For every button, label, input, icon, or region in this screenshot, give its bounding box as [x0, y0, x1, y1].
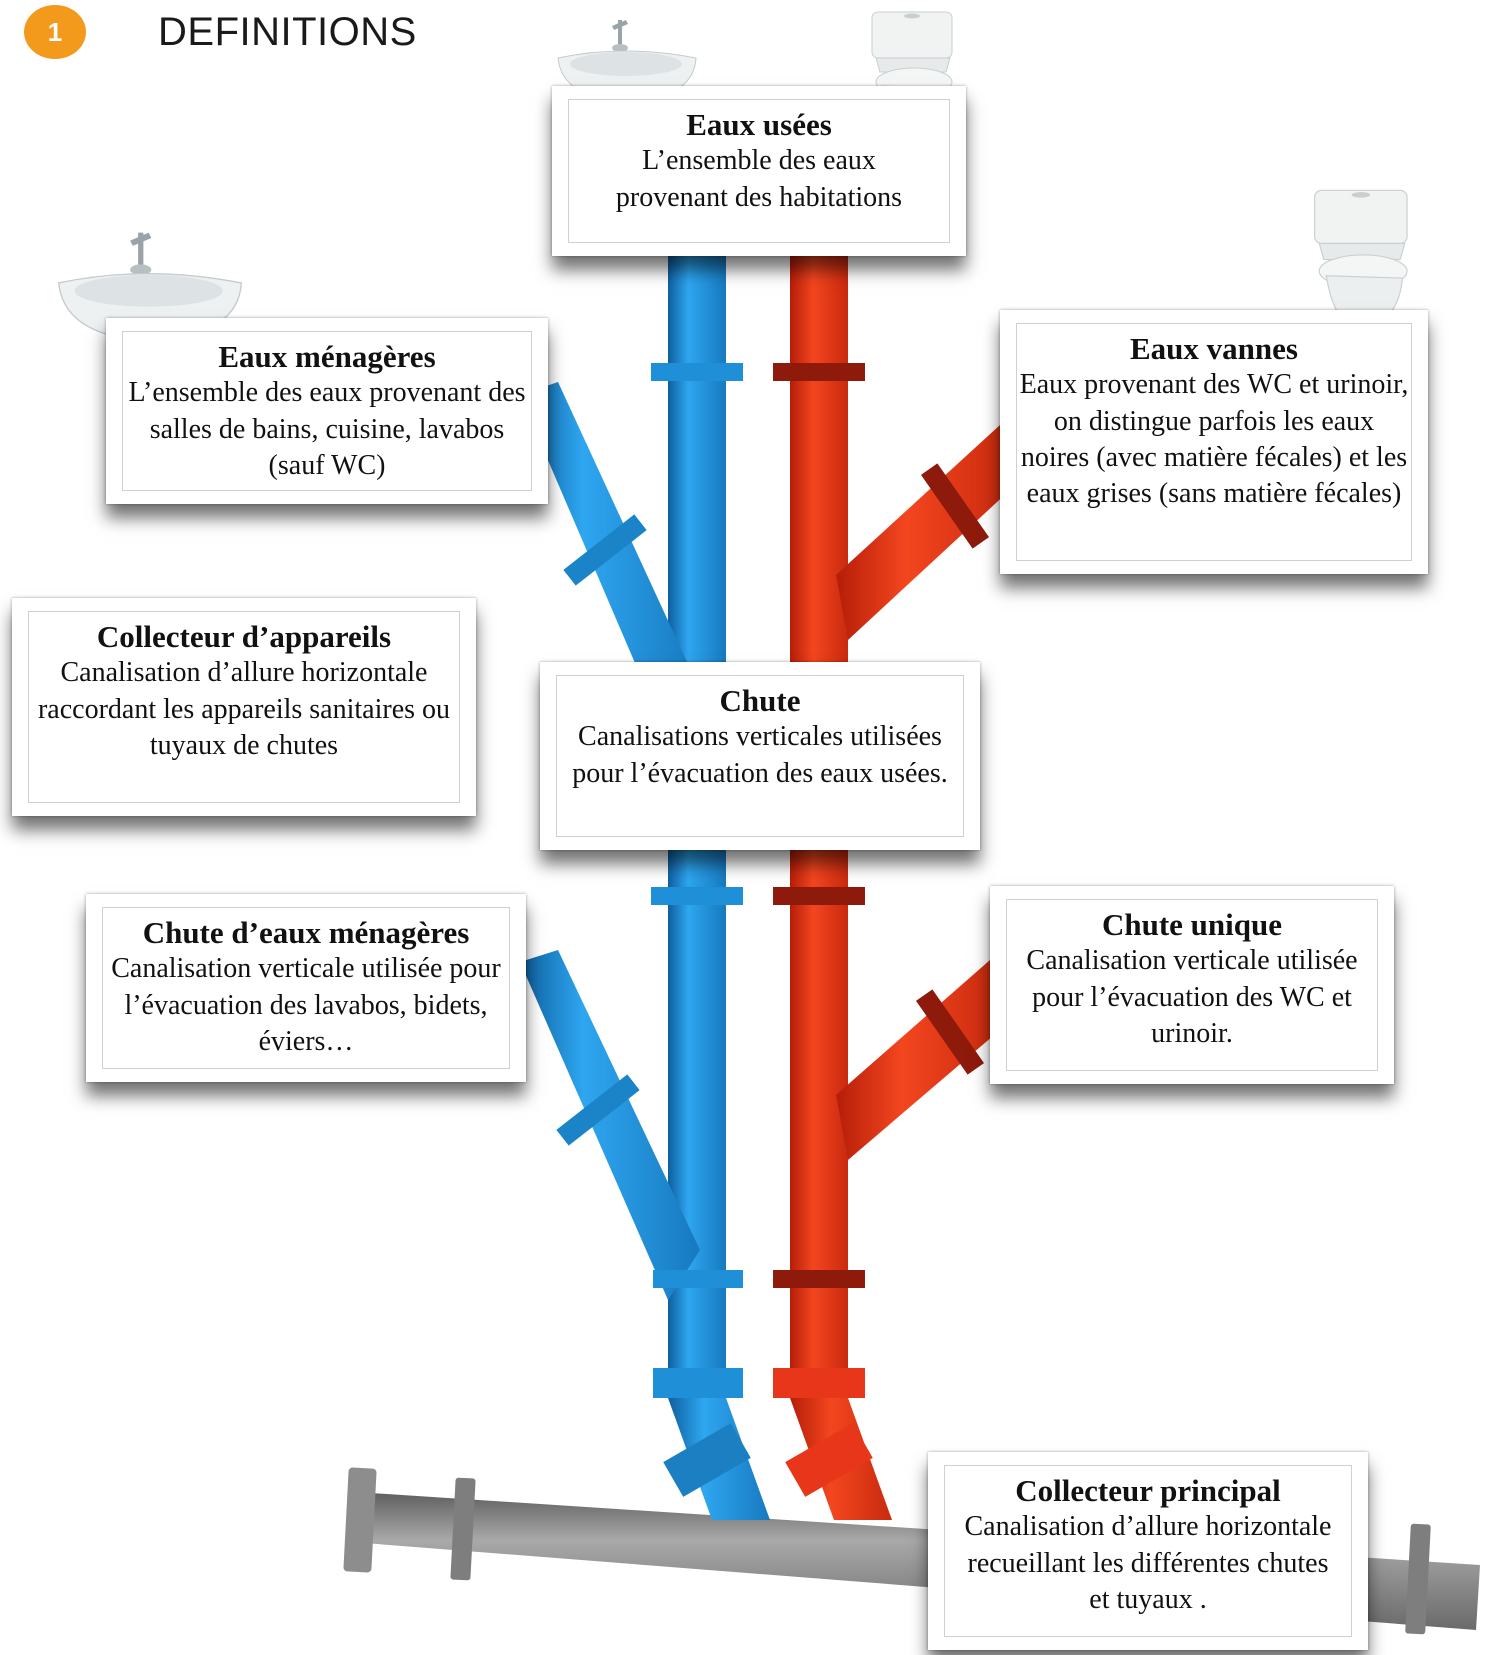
card-title: Eaux ménagères	[218, 339, 436, 374]
card-title: Chute	[719, 683, 801, 718]
card-title: Collecteur d’appareils	[96, 619, 392, 654]
section-header: 1 DEFINITIONS	[24, 4, 417, 60]
card-chute-eaux-menageres: Chute d’eaux ménagères Canalisation vert…	[86, 894, 526, 1082]
blue-stack-pipe	[520, 250, 770, 1520]
card-chute-unique: Chute unique Canalisation verticale util…	[990, 886, 1394, 1084]
card-text: L’ensemble des eaux provenant des salles…	[128, 377, 526, 481]
card-text: Canalisation verticale utilisée pour l’é…	[1026, 945, 1358, 1049]
card-title: Chute d’eaux ménagères	[142, 915, 470, 950]
card-text: Eaux provenant des WC et urinoir, on dis…	[1019, 369, 1409, 510]
card-title: Eaux usées	[686, 107, 832, 142]
card-text: L’ensemble des eaux provenant des habita…	[615, 145, 903, 213]
card-collecteur-appareils: Collecteur d’appareils Canalisation d’al…	[12, 598, 476, 816]
card-eaux-vannes: Eaux vannes Eaux provenant des WC et uri…	[1000, 310, 1428, 574]
section-title: DEFINITIONS	[158, 9, 417, 54]
red-stack-pipe	[773, 250, 1010, 1520]
card-title: Collecteur principal	[1015, 1473, 1281, 1508]
section-number-badge: 1	[24, 5, 86, 59]
card-collecteur-principal: Collecteur principal Canalisation d’allu…	[928, 1452, 1368, 1650]
card-title: Eaux vannes	[1130, 331, 1298, 366]
card-text: Canalisation d’allure horizontale raccor…	[37, 657, 451, 761]
card-eaux-usees: Eaux usées L’ensemble des eaux provenant…	[552, 86, 966, 256]
card-text: Canalisation verticale utilisée pour l’é…	[111, 953, 501, 1057]
card-text: Canalisations verticales utilisées pour …	[572, 721, 948, 789]
card-text: Canalisation d’allure horizontale recuei…	[964, 1511, 1332, 1615]
card-eaux-menageres: Eaux ménagères L’ensemble des eaux prove…	[106, 318, 548, 504]
card-title: Chute unique	[1101, 907, 1283, 942]
card-chute: Chute Canalisations verticales utilisées…	[540, 662, 980, 850]
